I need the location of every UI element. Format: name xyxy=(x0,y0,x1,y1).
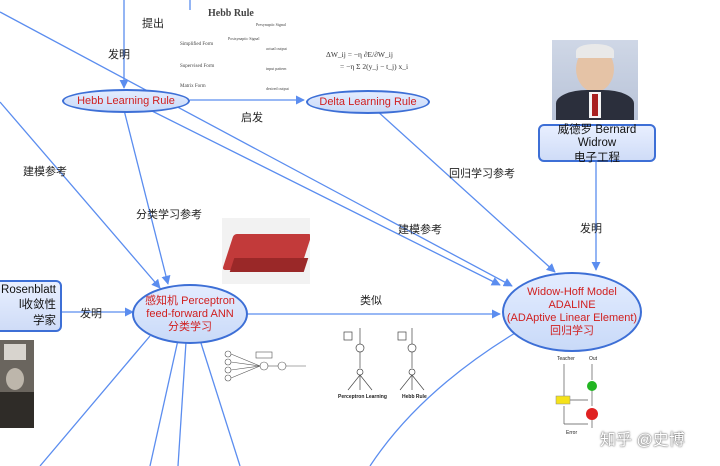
hebb-learning-rule-node[interactable]: Hebb Learning Rule xyxy=(62,89,190,113)
widrow-photo xyxy=(552,40,638,120)
perceptron-network-figure xyxy=(224,350,306,382)
hebb-panel-title: Hebb Rule xyxy=(208,8,254,19)
widrow-field: 电子工程 xyxy=(574,152,620,164)
adaline-line3: (ADAptive Linear Element) xyxy=(506,312,638,324)
delta-formula-line: ΔW_ij = −η ∂E/∂W_ij xyxy=(326,50,393,59)
rosenblatt-line3: 学家 xyxy=(33,315,56,327)
widrow-name: 威德罗 Bernard Widrow xyxy=(557,124,637,149)
edge-down-2 xyxy=(177,341,187,466)
widrow-node[interactable]: 威德罗 Bernard Widrow 电子工程 xyxy=(538,124,656,164)
perceptron-learning-figure xyxy=(343,328,425,391)
hebb-panel-note: desired output xyxy=(266,86,289,91)
hebb-rule-caption: Hebb Rule xyxy=(402,394,427,400)
rosenblatt-name: k Rosenblatt xyxy=(0,284,56,296)
edge-fenlei xyxy=(123,109,171,285)
edge-jianmo-left xyxy=(0,101,161,289)
hebb-panel-row: Simplified Form xyxy=(180,42,214,47)
rosenblatt-node[interactable]: k Rosenblatt l收敛性 学家 xyxy=(0,280,62,332)
delta-formula: ΔW_ij = −η ∂E/∂W_ij = −η Σ 2(y_j − t_j) … xyxy=(326,50,408,71)
edge-label-faming-left: 发明 xyxy=(80,308,102,320)
adaline-out-label: Out xyxy=(589,356,598,362)
edge-down-4 xyxy=(199,339,241,466)
edge-label-qifa: 启发 xyxy=(241,112,263,124)
edge-label-faming-top: 发明 xyxy=(108,49,130,61)
delta-formula-line: = −η Σ 2(y_j − t_j) x_i xyxy=(340,62,409,71)
hebb-panel-note: Presynaptic Signal xyxy=(256,22,286,27)
perceptron-line2: feed-forward ANN xyxy=(146,307,234,320)
adaline-node[interactable]: Widow-Hoff Model ADALINE (ADAptive Linea… xyxy=(502,272,642,352)
perceptron-line3: 分类学习 xyxy=(168,320,212,333)
edge-label-tichu: 提出 xyxy=(142,18,164,30)
hebb-panel-note: Postsynaptic Signal xyxy=(228,36,260,41)
adaline-error-label: Error xyxy=(566,430,578,436)
edge-label-fenlei: 分类学习参考 xyxy=(136,209,202,221)
edge-hebb-adaline xyxy=(149,109,501,286)
edge-down-3 xyxy=(39,335,151,466)
hebb-panel-row: Supervised Form xyxy=(180,64,215,69)
adaline-line1: Widow-Hoff Model xyxy=(527,286,617,298)
adaline-line2: ADALINE xyxy=(548,299,596,311)
edge-huigui xyxy=(375,109,556,273)
rosenblatt-line2: l收敛性 xyxy=(18,299,56,311)
delta-node-label: Delta Learning Rule xyxy=(319,96,417,108)
edge-label-huigui: 回归学习参考 xyxy=(449,168,515,180)
hebb-rule-panel: Hebb Rule Simplified Form Supervised For… xyxy=(180,8,290,100)
edge-label-jianmo-right: 建模参考 xyxy=(398,224,442,236)
hebb-panel-row: Matrix Form xyxy=(180,84,206,89)
delta-learning-rule-node[interactable]: Delta Learning Rule xyxy=(306,90,430,114)
edge-label-faming-right: 发明 xyxy=(580,223,602,235)
edge-down-1 xyxy=(149,339,179,466)
hebb-panel-note: input pattern xyxy=(266,66,287,71)
perceptron-learning-caption: Perceptron Learning xyxy=(338,394,387,400)
hebb-panel-note: actual output xyxy=(266,46,287,51)
rosenblatt-photo xyxy=(0,340,34,428)
hebb-node-label: Hebb Learning Rule xyxy=(77,95,175,107)
book-photo xyxy=(222,218,310,284)
adaline-line4: 回归学习 xyxy=(550,325,594,337)
adaline-teacher-label: Teacher xyxy=(557,356,575,362)
watermark: 知乎 @史博 xyxy=(600,432,685,449)
edge-down-5 xyxy=(369,329,521,466)
adaline-figure xyxy=(555,364,598,428)
edge-label-leisi: 类似 xyxy=(360,295,382,307)
perceptron-line1: 感知机 Perceptron xyxy=(145,294,235,307)
edge-label-jianmo-left: 建模参考 xyxy=(23,166,67,178)
perceptron-node[interactable]: 感知机 Perceptron feed-forward ANN 分类学习 xyxy=(132,284,248,344)
edge-jianmo-right xyxy=(0,11,513,287)
